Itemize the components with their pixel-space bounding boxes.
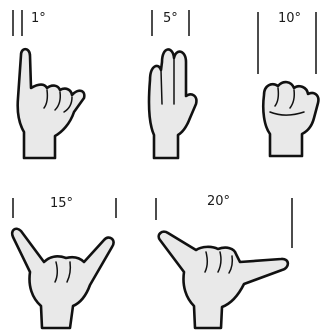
hand-pinky-up-icon [18,49,85,158]
panel-10-degrees: 10° [258,11,318,156]
hand-fist-icon [263,82,318,156]
panel-15-degrees: 15° [12,196,116,328]
panel-20-degrees: 20° [156,194,292,328]
panel-1-degree: 1° [13,10,84,158]
panel-1-label: 1° [31,11,46,26]
panel-5-degrees: 5° [149,10,196,158]
finger-separation [161,70,162,104]
hand-horns-icon [12,229,113,328]
hand-three-fingers-icon [149,49,196,158]
hand-shaka-icon [159,232,288,328]
panel-3-label: 10° [278,11,301,26]
panel-4-label: 15° [50,196,73,211]
panel-2-label: 5° [163,11,178,26]
panel-5-label: 20° [207,194,230,209]
